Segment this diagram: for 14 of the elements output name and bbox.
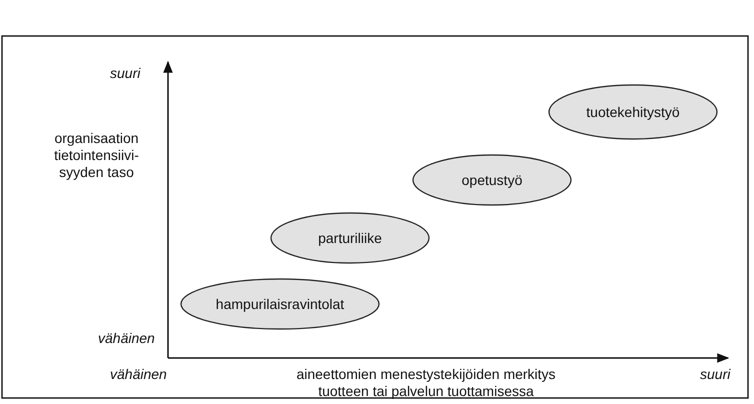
ellipse-node [548,84,718,140]
axis-end-label: vähäinen [98,330,155,347]
ellipse-node [412,154,572,206]
axis-title: organisaation tietointensiivi- syyden taso [53,130,140,180]
node-label: opetustyö [462,172,522,188]
axis-end-label: suuri [700,366,730,383]
axis-title: aineettomien menestystekijöiden merkitys tuotteen tai palvelun tuottamisessa [295,366,557,400]
axis-end-label: suuri [110,65,140,82]
axis-end-label: vähäinen [110,366,167,383]
node-label: parturiliike [318,230,382,246]
node-label: hampurilaisravintolat [216,296,344,312]
ellipse-node [180,278,380,330]
ellipse-node [270,212,430,264]
node-label: tuotekehitystyö [586,104,680,120]
